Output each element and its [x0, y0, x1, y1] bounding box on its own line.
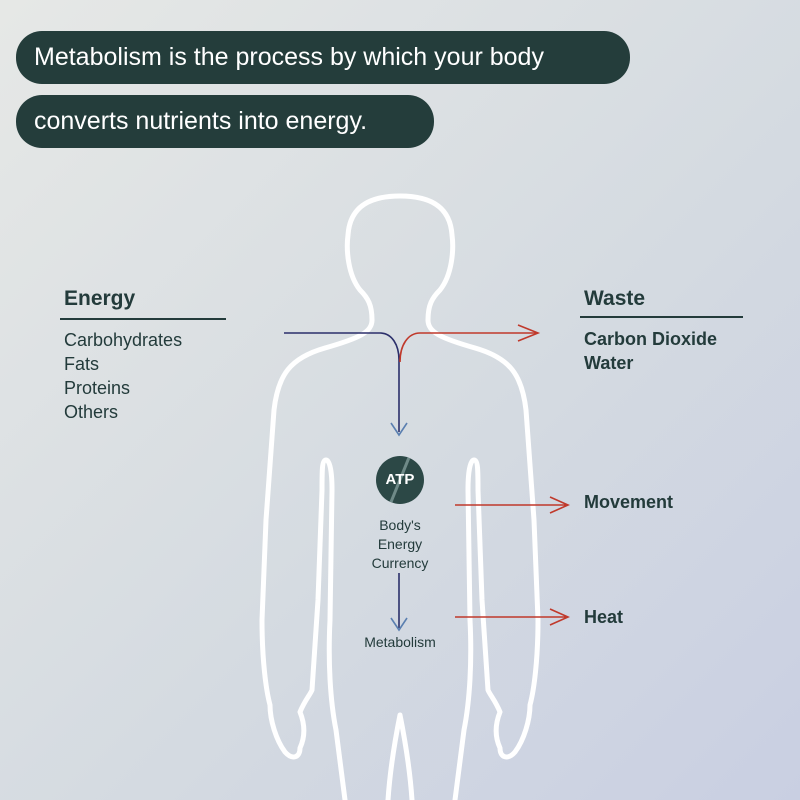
energy-item: Others [64, 402, 119, 422]
arrow-right-icon [517, 324, 541, 342]
energy-flow-line [284, 332, 400, 432]
caption-line: Currency [371, 555, 429, 571]
energy-title: Energy [64, 287, 136, 310]
energy-list: Carbohydrates Fats Proteins Others [64, 328, 182, 424]
movement-label: Movement [584, 492, 674, 512]
waste-item: Carbon Dioxide [584, 329, 718, 349]
waste-title: Waste [584, 287, 646, 310]
heat-label: Heat [584, 607, 624, 627]
energy-item: Carbohydrates [64, 330, 183, 350]
waste-flow-line [399, 332, 537, 363]
caption-line: Body's [379, 517, 421, 533]
metabolism-label: Metabolism [364, 634, 436, 650]
energy-item: Fats [64, 354, 100, 374]
atp-label: ATP [385, 471, 415, 488]
atp-caption: Body's Energy Currency [340, 516, 460, 573]
energy-item: Proteins [64, 378, 131, 398]
human-outline [259, 193, 541, 800]
waste-divider [580, 316, 743, 318]
atp-badge: ATP [376, 456, 424, 504]
arrow-down-icon [390, 617, 408, 632]
headline-line-2: converts nutrients into energy. [16, 95, 434, 148]
heat-arrow-icon [455, 608, 570, 626]
waste-list: Carbon Dioxide Water [584, 327, 717, 375]
waste-item: Water [584, 353, 634, 373]
caption-line: Energy [377, 536, 423, 552]
headline-line-1: Metabolism is the process by which your … [16, 31, 630, 84]
arrow-down-icon [390, 422, 408, 437]
energy-divider [60, 318, 226, 320]
movement-arrow-icon [455, 496, 570, 514]
